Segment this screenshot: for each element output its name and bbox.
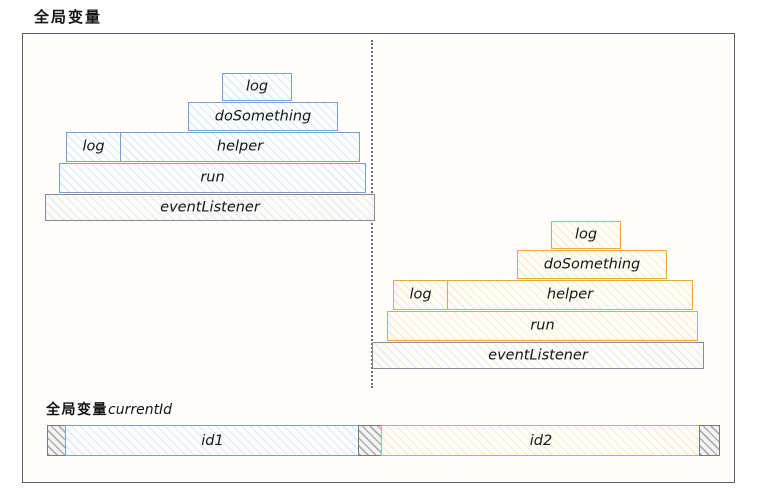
global-bar-segment-gap (699, 425, 720, 456)
stack-frame-log: log (66, 132, 121, 162)
stack-frame-run: run (387, 311, 698, 341)
stack-frame-label: helper (216, 138, 264, 155)
stack-frame-label: run (530, 317, 555, 334)
stack-frame-log: log (222, 73, 292, 101)
stack-frame-label: doSomething (543, 256, 641, 272)
stack-frame-label: log (574, 226, 598, 243)
stack-frame-label: run (200, 169, 225, 186)
stack-frame-label: eventListener (160, 199, 260, 215)
stack-frame-log: log (551, 221, 621, 249)
global-variable-bar-label: 全局变量currentId (46, 399, 172, 419)
stack-frame-log: log (393, 280, 448, 310)
stack-frame-helper: helper (447, 280, 693, 310)
global-bar-label-en: currentId (108, 402, 173, 418)
global-bar-segment-id2: id2 (381, 425, 701, 456)
stack-frame-label: doSomething (214, 108, 312, 124)
global-bar-segment-label: id2 (529, 432, 553, 449)
stack-frame-dosomething: doSomething (517, 250, 667, 279)
stack-frame-label: log (245, 78, 269, 95)
global-bar-segment-gap (358, 425, 383, 456)
stack-frame-label: helper (546, 286, 594, 303)
stack-frame-label: eventListener (488, 347, 588, 363)
stack-frame-eventlistener: eventListener (45, 194, 375, 221)
global-bar-segment-gap (47, 425, 67, 456)
stack-frame-dosomething: doSomething (188, 102, 338, 131)
page-title: 全局变量 (34, 8, 103, 26)
stack-frame-run: run (59, 163, 366, 193)
stack-frame-label: log (409, 286, 432, 303)
stack-frame-label: log (82, 138, 105, 155)
global-bar-segment-label: id1 (201, 432, 224, 449)
stack-frame-eventlistener: eventListener (372, 342, 704, 369)
global-bar-label-cn: 全局变量 (46, 402, 108, 418)
global-bar-segment-id1: id1 (65, 425, 360, 456)
stack-frame-helper: helper (120, 132, 360, 162)
